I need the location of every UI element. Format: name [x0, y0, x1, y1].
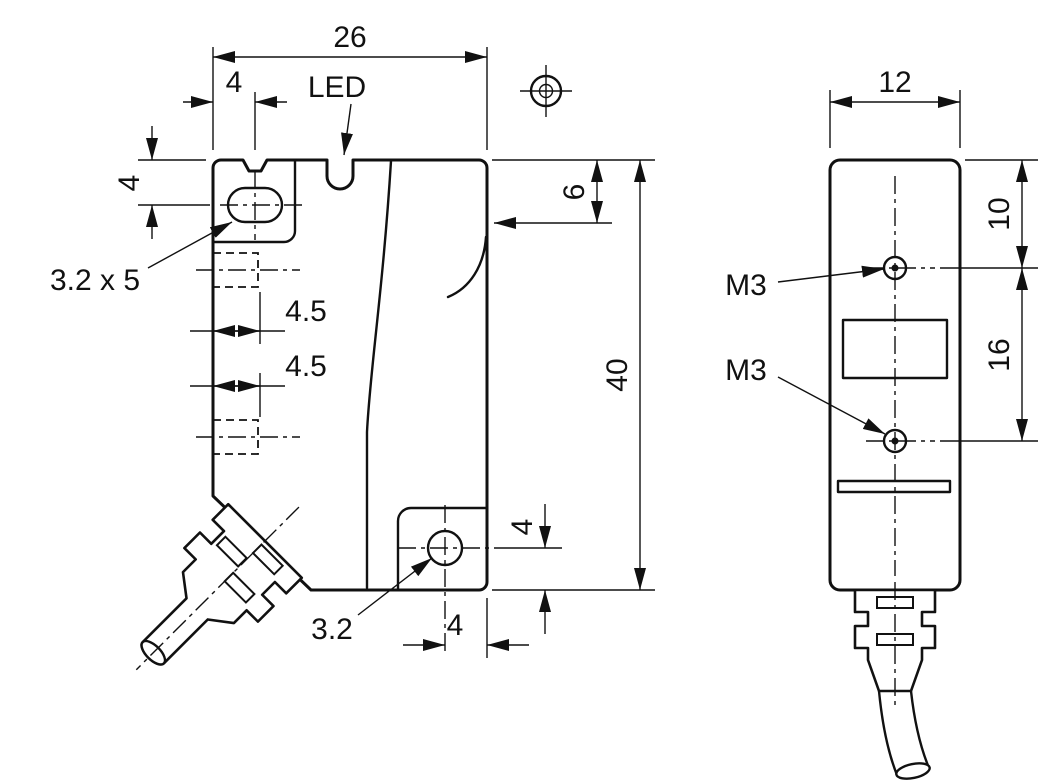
mount-slot-boundary — [211, 158, 297, 244]
gland-front-slot-2 — [215, 535, 249, 568]
led-leader-arrow — [341, 103, 353, 156]
m3-top-label: M3 — [725, 269, 767, 302]
side-bottom-slot — [836, 479, 952, 494]
slot-callout-leader — [147, 221, 233, 269]
dim-6-label: 6 — [558, 184, 591, 201]
dim-16-label: 16 — [983, 338, 1016, 371]
dim-26-label: 26 — [333, 21, 366, 54]
cable-side-right-edge — [909, 689, 931, 770]
lens-edge-line — [365, 159, 393, 590]
front-view — [135, 158, 497, 671]
dim-slot-y-label: 4 — [113, 175, 146, 192]
gland-front-slot-1 — [251, 543, 285, 576]
m3-top-leader — [777, 265, 885, 283]
dim-45b-label: 4.5 — [285, 350, 327, 383]
front-body-outline — [211, 158, 489, 592]
front-face-curve — [446, 235, 488, 299]
slot-callout-label: 3.2 x 5 — [50, 264, 140, 297]
dim-slot-x-label: 4 — [226, 66, 243, 99]
dim-45a-label: 4.5 — [285, 295, 327, 328]
m3-hole-top-center — [891, 264, 899, 272]
cable-gland-front — [135, 502, 304, 671]
dim-hole-y-label: 4 — [506, 519, 539, 536]
dim-12-label: 12 — [878, 66, 911, 99]
cable-side-left-edge — [877, 689, 899, 777]
dim-hole-x-label: 4 — [447, 609, 464, 642]
dim-40-label: 40 — [601, 358, 634, 391]
optical-axis-symbol — [520, 65, 572, 117]
bottom-hole-boundary — [396, 506, 489, 592]
m3-bottom-label: M3 — [725, 354, 767, 387]
front-view-dimensions: 26 4 4 LED 6 40 — [50, 21, 655, 658]
cable-gland-side — [853, 582, 937, 780]
side-view-dimensions: 12 10 16 M3 M3 — [725, 66, 1038, 442]
hole-callout-label: 3.2 — [311, 613, 353, 646]
side-window — [841, 318, 949, 380]
led-label: LED — [308, 71, 366, 104]
dim-10-label: 10 — [983, 197, 1016, 230]
cable-front-centerline — [135, 506, 300, 671]
m3-hole-bottom-center — [891, 437, 899, 445]
cable-side-end-face — [895, 762, 931, 780]
hole-callout-leader — [357, 557, 433, 616]
m3-bottom-leader — [777, 376, 886, 435]
